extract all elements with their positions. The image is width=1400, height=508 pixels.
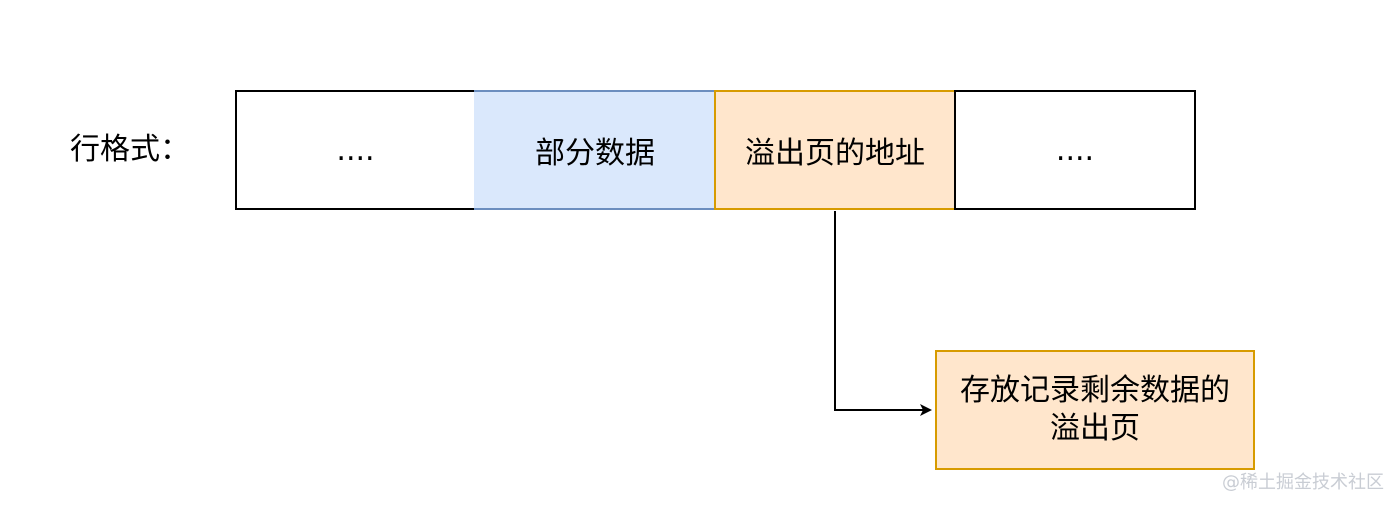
row-cell-leading-ellipsis: .... [235,90,476,210]
overflow-page-line2: 溢出页 [1050,411,1140,446]
overflow-page-line1: 存放记录剩余数据的 [960,373,1230,408]
row-cell-partial-data: 部分数据 [474,90,716,210]
row-cell-trailing-ellipsis: .... [954,90,1196,210]
overflow-page-box: 存放记录剩余数据的 溢出页 [935,350,1255,470]
watermark: @稀土掘金技术社区 [1222,472,1384,493]
row-format-label: 行格式： [70,132,190,167]
row-cell-overflow-address: 溢出页的地址 [714,90,956,210]
